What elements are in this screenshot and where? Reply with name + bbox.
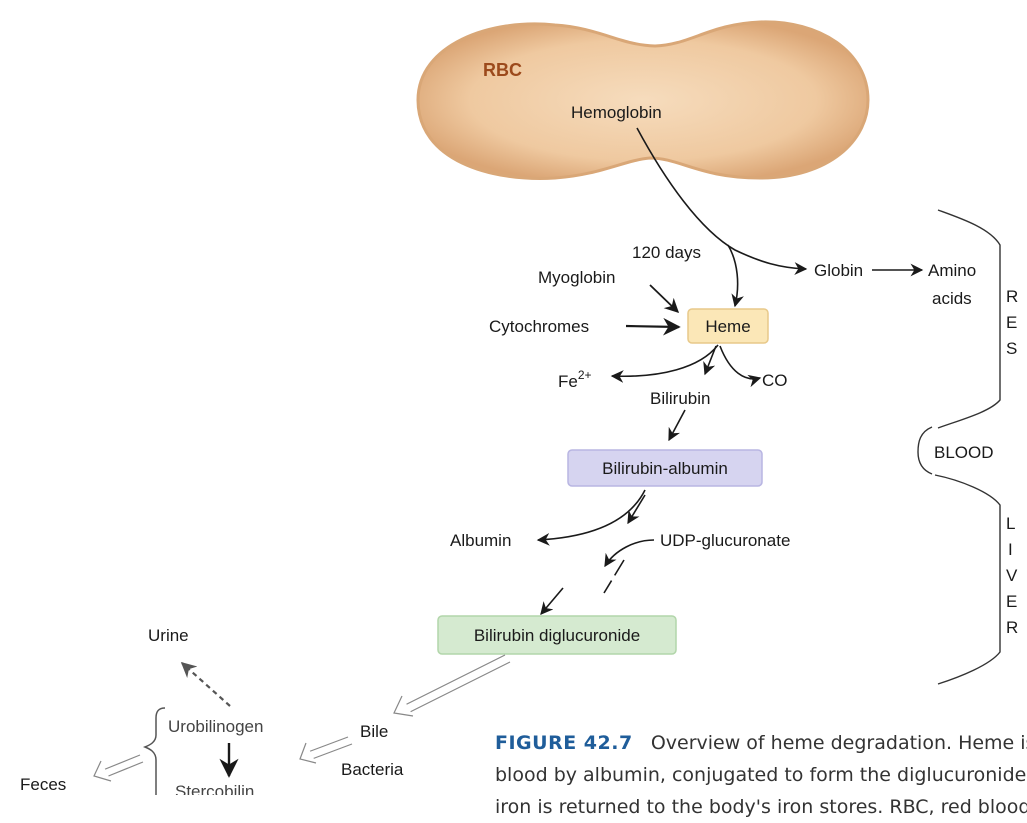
bilirubin-to-albumin-arrow: [668, 409, 686, 442]
globin-label: Globin: [814, 261, 863, 280]
bile-hollow-arrow: [393, 654, 511, 717]
caption-line-1: FIGURE 42.7 Overview of heme degradation…: [495, 727, 1027, 759]
liver-brace: [934, 474, 1001, 685]
stercobilin-label: Stercobilin: [175, 782, 254, 795]
conjugation-arrow-2: [603, 559, 625, 594]
hemoglobin-to-heme-arrow: [727, 244, 744, 308]
urine-label: Urine: [148, 626, 189, 645]
urine-dashed-arrow: [180, 661, 231, 707]
res-letter-r: R: [1006, 287, 1018, 306]
feces-label: Feces: [20, 775, 66, 794]
albumin-arrow: [536, 489, 646, 546]
caption-text-1: Overview of heme degradation. Heme is co…: [650, 732, 1027, 754]
udp-label: UDP-glucuronate: [660, 531, 790, 550]
heme-degradation-diagram: RBC Hemoglobin 120 days Globin Amino aci…: [20, 20, 1018, 795]
caption-line-2: blood by albumin, conjugated to form the…: [495, 764, 1027, 786]
cytochromes-arrow: [625, 317, 681, 336]
caption-line-3: iron is returned to the body's iron stor…: [495, 796, 1027, 818]
diglucuronide-box: [437, 615, 677, 655]
bacteria-label: Bacteria: [341, 760, 404, 779]
blood-brace: [917, 426, 933, 475]
fe-arrow: [610, 344, 719, 383]
bilirubin-arrow: [703, 345, 717, 376]
blood-label: BLOOD: [934, 443, 994, 462]
liver-letter-r: R: [1006, 618, 1018, 637]
fe-label: Fe2+: [558, 368, 592, 391]
hemoglobin-label: Hemoglobin: [571, 103, 662, 122]
res-letter-e: E: [1006, 313, 1017, 332]
days-label: 120 days: [632, 243, 701, 262]
rbc-label: RBC: [483, 60, 522, 80]
amino-label-line1: Amino: [928, 261, 976, 280]
figure-number: FIGURE 42.7: [495, 732, 633, 754]
heme-label: Heme: [705, 317, 750, 336]
bilirubin-albumin-label: Bilirubin-albumin: [602, 459, 728, 478]
bilirubin-albumin-box: [567, 449, 763, 487]
myoglobin-arrow: [649, 284, 680, 313]
res-brace: [937, 209, 1001, 429]
bile-label: Bile: [360, 722, 388, 741]
diglucuronide-label: Bilirubin diglucuronide: [474, 626, 640, 645]
liver-letter-v: V: [1006, 566, 1018, 585]
feces-hollow-arrow: [93, 754, 144, 782]
liver-letter-l: L: [1006, 514, 1015, 533]
amino-label-line2: acids: [932, 289, 972, 308]
albumin-label: Albumin: [450, 531, 511, 550]
urobilinogen-label: Urobilinogen: [168, 717, 263, 736]
liver-letter-i: I: [1008, 540, 1013, 559]
heme-box: [687, 308, 769, 344]
co-label: CO: [762, 371, 788, 390]
hemoglobin-to-globin-arrow: [636, 127, 808, 275]
conjugation-arrow-1: [627, 494, 646, 525]
cytochromes-label: Cytochromes: [489, 317, 589, 336]
liver-letter-e: E: [1006, 592, 1017, 611]
co-arrow: [719, 345, 762, 388]
res-letter-s: S: [1006, 339, 1017, 358]
bacteria-hollow-arrow: [299, 736, 353, 764]
rbc-cell: [416, 20, 870, 180]
gut-brace: [142, 707, 166, 795]
figure-caption: FIGURE 42.7 Overview of heme degradation…: [495, 727, 1027, 823]
myoglobin-label: Myoglobin: [538, 268, 616, 287]
udp-arrow: [604, 539, 655, 568]
bilirubin-label: Bilirubin: [650, 389, 710, 408]
conjugation-arrow-3: [540, 587, 564, 615]
